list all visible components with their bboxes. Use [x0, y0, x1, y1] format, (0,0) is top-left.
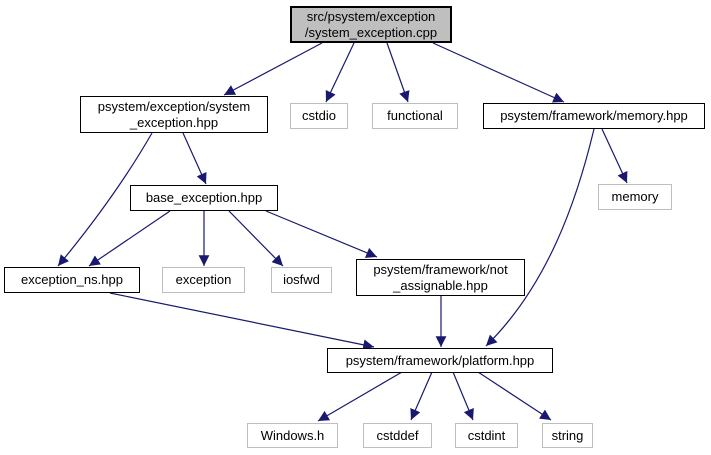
edge-exception_ns_hpp-to-platform_hpp	[109, 292, 375, 351]
graph-node-windows_h[interactable]: Windows.h	[247, 423, 338, 448]
graph-node-functional-label: functional	[387, 108, 443, 123]
graph-node-system_exception_cpp-label: /system_exception.cpp	[304, 24, 438, 40]
edge-memory_hpp-to-platform_hpp	[485, 128, 595, 347]
edge-system_exception_hpp-to-base_exception_hpp	[182, 132, 207, 185]
graph-node-memory_hpp[interactable]: psystem/framework/memory.hpp	[483, 103, 705, 129]
graph-node-string-label: string	[551, 427, 584, 443]
edge-platform_hpp-to-windows_h	[317, 371, 403, 422]
graph-node-platform_hpp[interactable]: psystem/framework/platform.hpp	[327, 348, 553, 373]
graph-node-system_exception_hpp[interactable]: psystem/exception/system_exception.hpp	[80, 96, 268, 133]
graph-node-functional[interactable]: functional	[372, 103, 458, 129]
edge-base_exception_hpp-to-not_assignable_hpp	[265, 210, 378, 258]
graph-node-cstdio-label: cstdio	[302, 108, 336, 123]
edge-platform_hpp-to-cstdint	[452, 371, 474, 421]
graph-node-memory[interactable]: memory	[598, 184, 672, 210]
edge-base_exception_hpp-to-exception_ns_hpp	[88, 210, 171, 267]
graph-node-exception[interactable]: exception	[162, 267, 245, 293]
edge-system_exception_cpp-to-system_exception_hpp	[223, 42, 323, 96]
graph-node-iosfwd[interactable]: iosfwd	[271, 267, 332, 293]
graph-node-iosfwd-label: iosfwd	[283, 272, 320, 287]
edge-platform_hpp-to-string	[477, 371, 552, 421]
graph-node-system_exception_hpp-label: psystem/exception/system	[97, 98, 251, 114]
graph-node-not_assignable_hpp-label: _assignable.hpp	[393, 277, 488, 293]
edge-system_exception_cpp-to-memory_hpp	[432, 42, 565, 103]
graph-node-exception_ns_hpp-label: exception_ns.hpp	[21, 272, 123, 287]
graph-node-cstdint[interactable]: cstdint	[455, 423, 518, 448]
edge-memory_hpp-to-memory	[601, 128, 628, 184]
graph-node-memory_hpp-label: psystem/framework/memory.hpp	[500, 108, 688, 123]
edge-system_exception_cpp-to-functional	[386, 42, 410, 103]
edge-group	[57, 42, 628, 422]
graph-node-not_assignable_hpp-label: psystem/framework/not	[373, 261, 508, 277]
graph-node-system_exception_cpp-label: src/psystem/exception	[306, 8, 436, 24]
graph-node-memory-label: memory	[611, 189, 659, 204]
edge-system_exception_cpp-to-cstdio	[325, 42, 355, 103]
edge-system_exception_hpp-to-exception_ns_hpp	[57, 132, 153, 267]
graph-node-exception_ns_hpp[interactable]: exception_ns.hpp	[4, 267, 140, 293]
graph-node-cstddef-label: cstddef	[376, 427, 419, 443]
graph-node-cstddef[interactable]: cstddef	[363, 423, 432, 448]
edge-base_exception_hpp-to-iosfwd	[228, 210, 284, 267]
graph-node-system_exception_hpp-label: _exception.hpp	[129, 114, 219, 130]
graph-node-platform_hpp-label: psystem/framework/platform.hpp	[345, 352, 535, 368]
graph-node-base_exception_hpp[interactable]: base_exception.hpp	[130, 185, 278, 211]
graph-node-cstdio[interactable]: cstdio	[290, 103, 348, 129]
graph-node-base_exception_hpp-label: base_exception.hpp	[145, 190, 263, 205]
graph-node-exception-label: exception	[175, 272, 232, 287]
edge-platform_hpp-to-cstddef	[410, 371, 433, 421]
graph-node-cstdint-label: cstdint	[467, 427, 506, 443]
graph-node-string[interactable]: string	[542, 423, 593, 448]
graph-node-not_assignable_hpp[interactable]: psystem/framework/not_assignable.hpp	[356, 259, 525, 296]
graph-node-system_exception_cpp[interactable]: src/psystem/exception/system_exception.c…	[290, 6, 452, 43]
graph-node-windows_h-label: Windows.h	[260, 427, 325, 443]
